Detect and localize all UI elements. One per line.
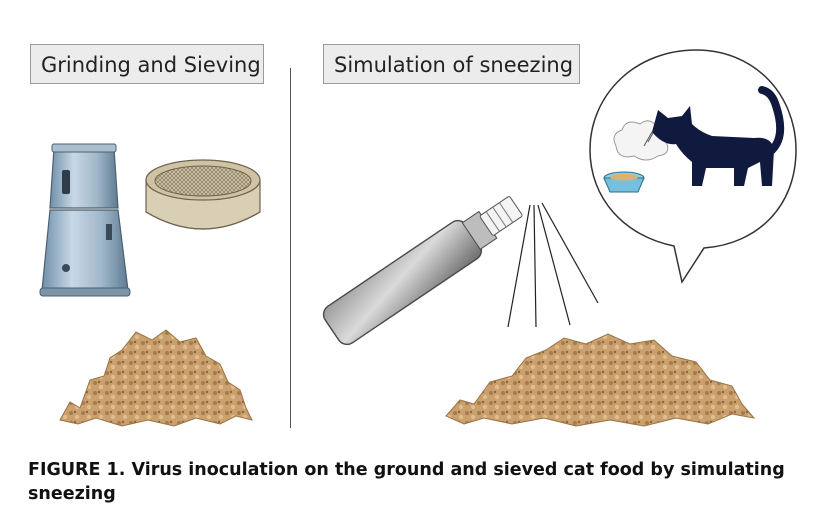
grinder-illustration <box>39 143 131 297</box>
thought-bubble-cat-sneezing <box>589 49 797 284</box>
panel-label-grinding-sieving: Grinding and Sieving <box>30 44 264 84</box>
spray-mist-lines <box>507 202 599 328</box>
panel-divider <box>290 68 291 428</box>
cat-food-pile-left <box>59 329 253 427</box>
cat-food-pile-right <box>445 333 756 427</box>
spray-bottle-illustration <box>322 196 523 346</box>
figure-caption: FIGURE 1. Virus inoculation on the groun… <box>28 460 785 504</box>
panel-label-sneezing-simulation: Simulation of sneezing <box>323 44 580 84</box>
sieve-illustration <box>145 159 261 230</box>
